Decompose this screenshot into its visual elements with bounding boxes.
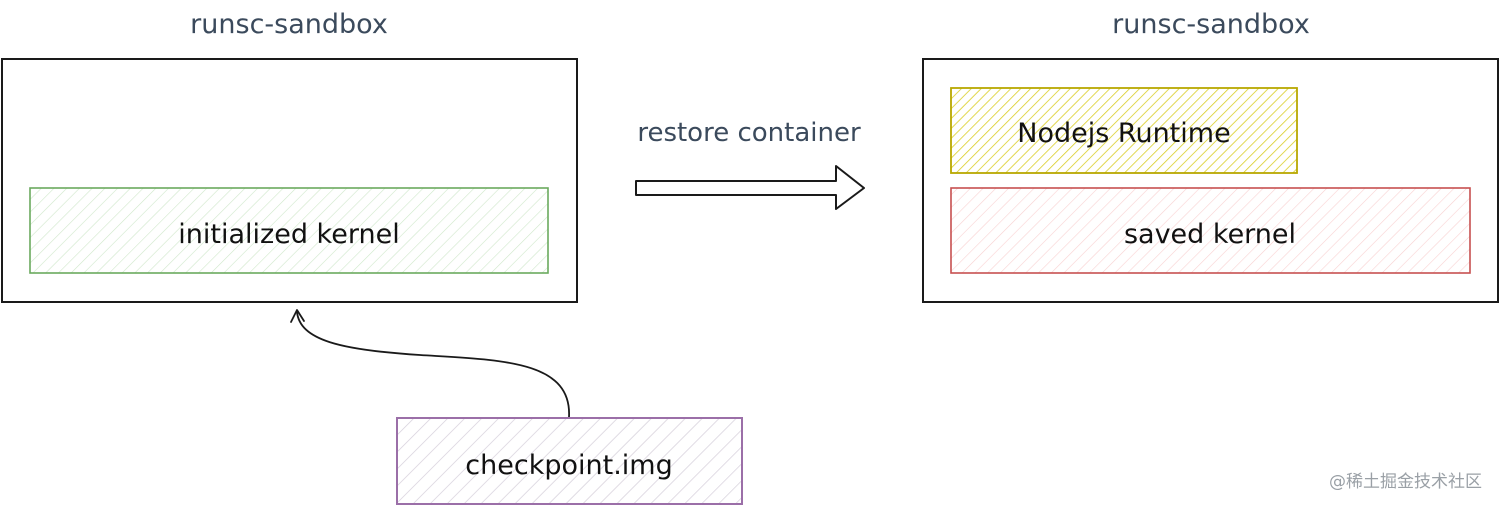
nodejs-runtime-label: Nodejs Runtime xyxy=(1017,118,1230,149)
nodejs-runtime-box: Nodejs Runtime xyxy=(950,87,1298,174)
watermark: @稀土掘金技术社区 xyxy=(1329,472,1482,492)
checkpoint-arrow-curve xyxy=(296,311,570,418)
checkpoint-img-box: checkpoint.img xyxy=(396,417,743,505)
right-sandbox-title: runsc-sandbox xyxy=(1112,9,1310,40)
saved-kernel-box: saved kernel xyxy=(950,187,1471,274)
restore-container-label: restore container xyxy=(637,118,861,148)
right-sandbox-frame xyxy=(922,58,1499,303)
checkpoint-img-label: checkpoint.img xyxy=(465,450,672,481)
initialized-kernel-label: initialized kernel xyxy=(178,219,399,250)
checkpoint-arrow xyxy=(290,309,570,418)
checkpoint-arrow-head xyxy=(290,309,305,323)
initialized-kernel-box: initialized kernel xyxy=(29,187,549,274)
saved-kernel-label: saved kernel xyxy=(1124,219,1296,250)
left-sandbox: runsc-sandbox initialized kernel xyxy=(1,9,578,303)
left-sandbox-frame xyxy=(1,58,578,303)
left-sandbox-title: runsc-sandbox xyxy=(190,9,388,40)
restore-arrow-shape xyxy=(635,165,865,210)
right-sandbox: runsc-sandbox Nodejs Runtime saved kerne… xyxy=(922,9,1499,303)
restore-container-arrow: restore container xyxy=(635,118,865,210)
